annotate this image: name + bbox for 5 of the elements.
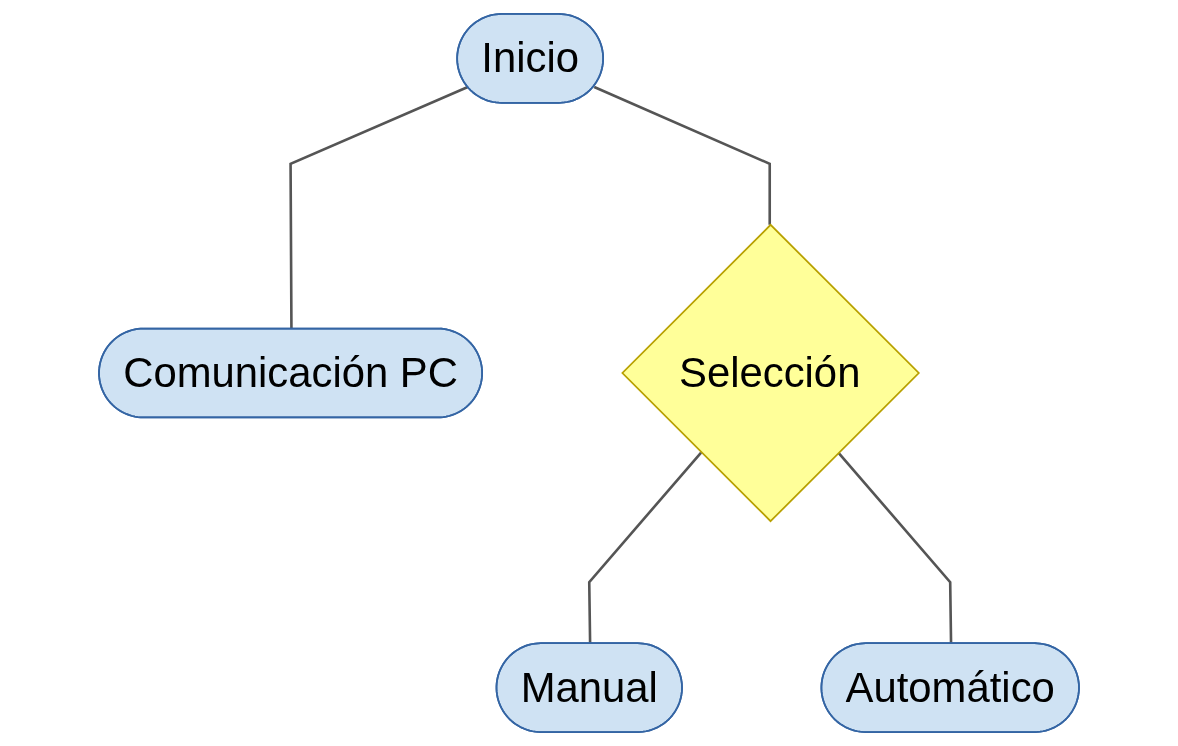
connector (837, 451, 953, 645)
connector (289, 85, 469, 330)
connector (587, 451, 703, 645)
connector (593, 85, 772, 225)
node-diamond: Selección (621, 223, 920, 523)
